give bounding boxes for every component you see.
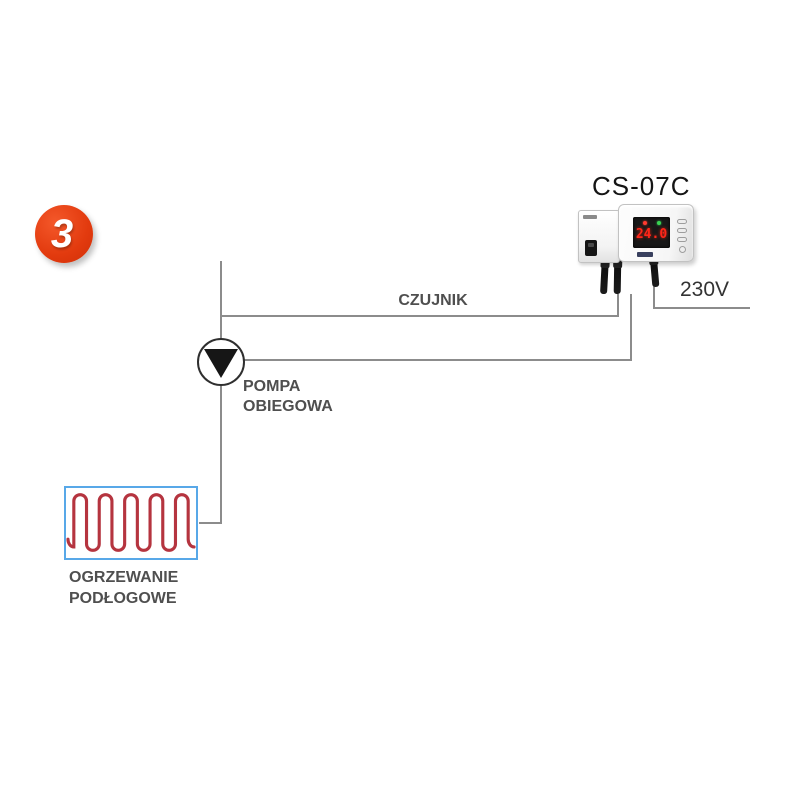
power-wire-horizontal [653,307,750,309]
pump-triangle-icon [204,349,238,378]
floor-heating-symbol [64,486,198,560]
controller-logo-icon [637,252,653,257]
floor-heating-label: OGRZEWANIE PODŁOGOWE [69,567,178,609]
sensor-wire-vertical [617,294,619,317]
step-number: 3 [50,212,74,256]
button-menu-icon [677,237,687,242]
controller-body: 24.0 [618,204,694,262]
led-green-icon [657,221,661,225]
power-voltage-label: 230V [680,278,730,301]
floor-label-line1: OGRZEWANIE [69,569,179,586]
step-badge: 3 [35,205,93,263]
power-switch-icon [585,240,597,256]
pump-label-line1: POMPA [243,378,301,395]
power-wire-vertical [653,286,655,309]
button-up-icon [677,219,687,224]
brand-logo-icon [583,215,597,219]
sensor-label: CZUJNIK [398,292,468,309]
pump-label: POMPA OBIEGOWA [243,377,333,417]
pump-wire-horizontal [230,359,632,361]
controller-model-label: CS-07C [592,171,691,201]
pipe-vertical-main [220,261,222,523]
sensor-wire-horizontal [220,315,619,317]
floor-label-line2: PODŁOGOWE [69,590,177,607]
pipe-to-floor-heating [199,522,222,524]
led-red-icon [643,221,647,225]
button-down-icon [677,228,687,233]
controller-buttons [677,219,687,253]
controller-junction-box [578,210,620,263]
display-value: 24.0 [635,227,668,242]
pump-symbol [197,338,245,386]
pump-label-line2: OBIEGOWA [243,398,333,415]
pump-wire-vertical [630,294,632,361]
temperature-display: 24.0 [633,217,670,248]
button-exit-icon [678,246,686,253]
heating-coil-icon [66,493,196,552]
